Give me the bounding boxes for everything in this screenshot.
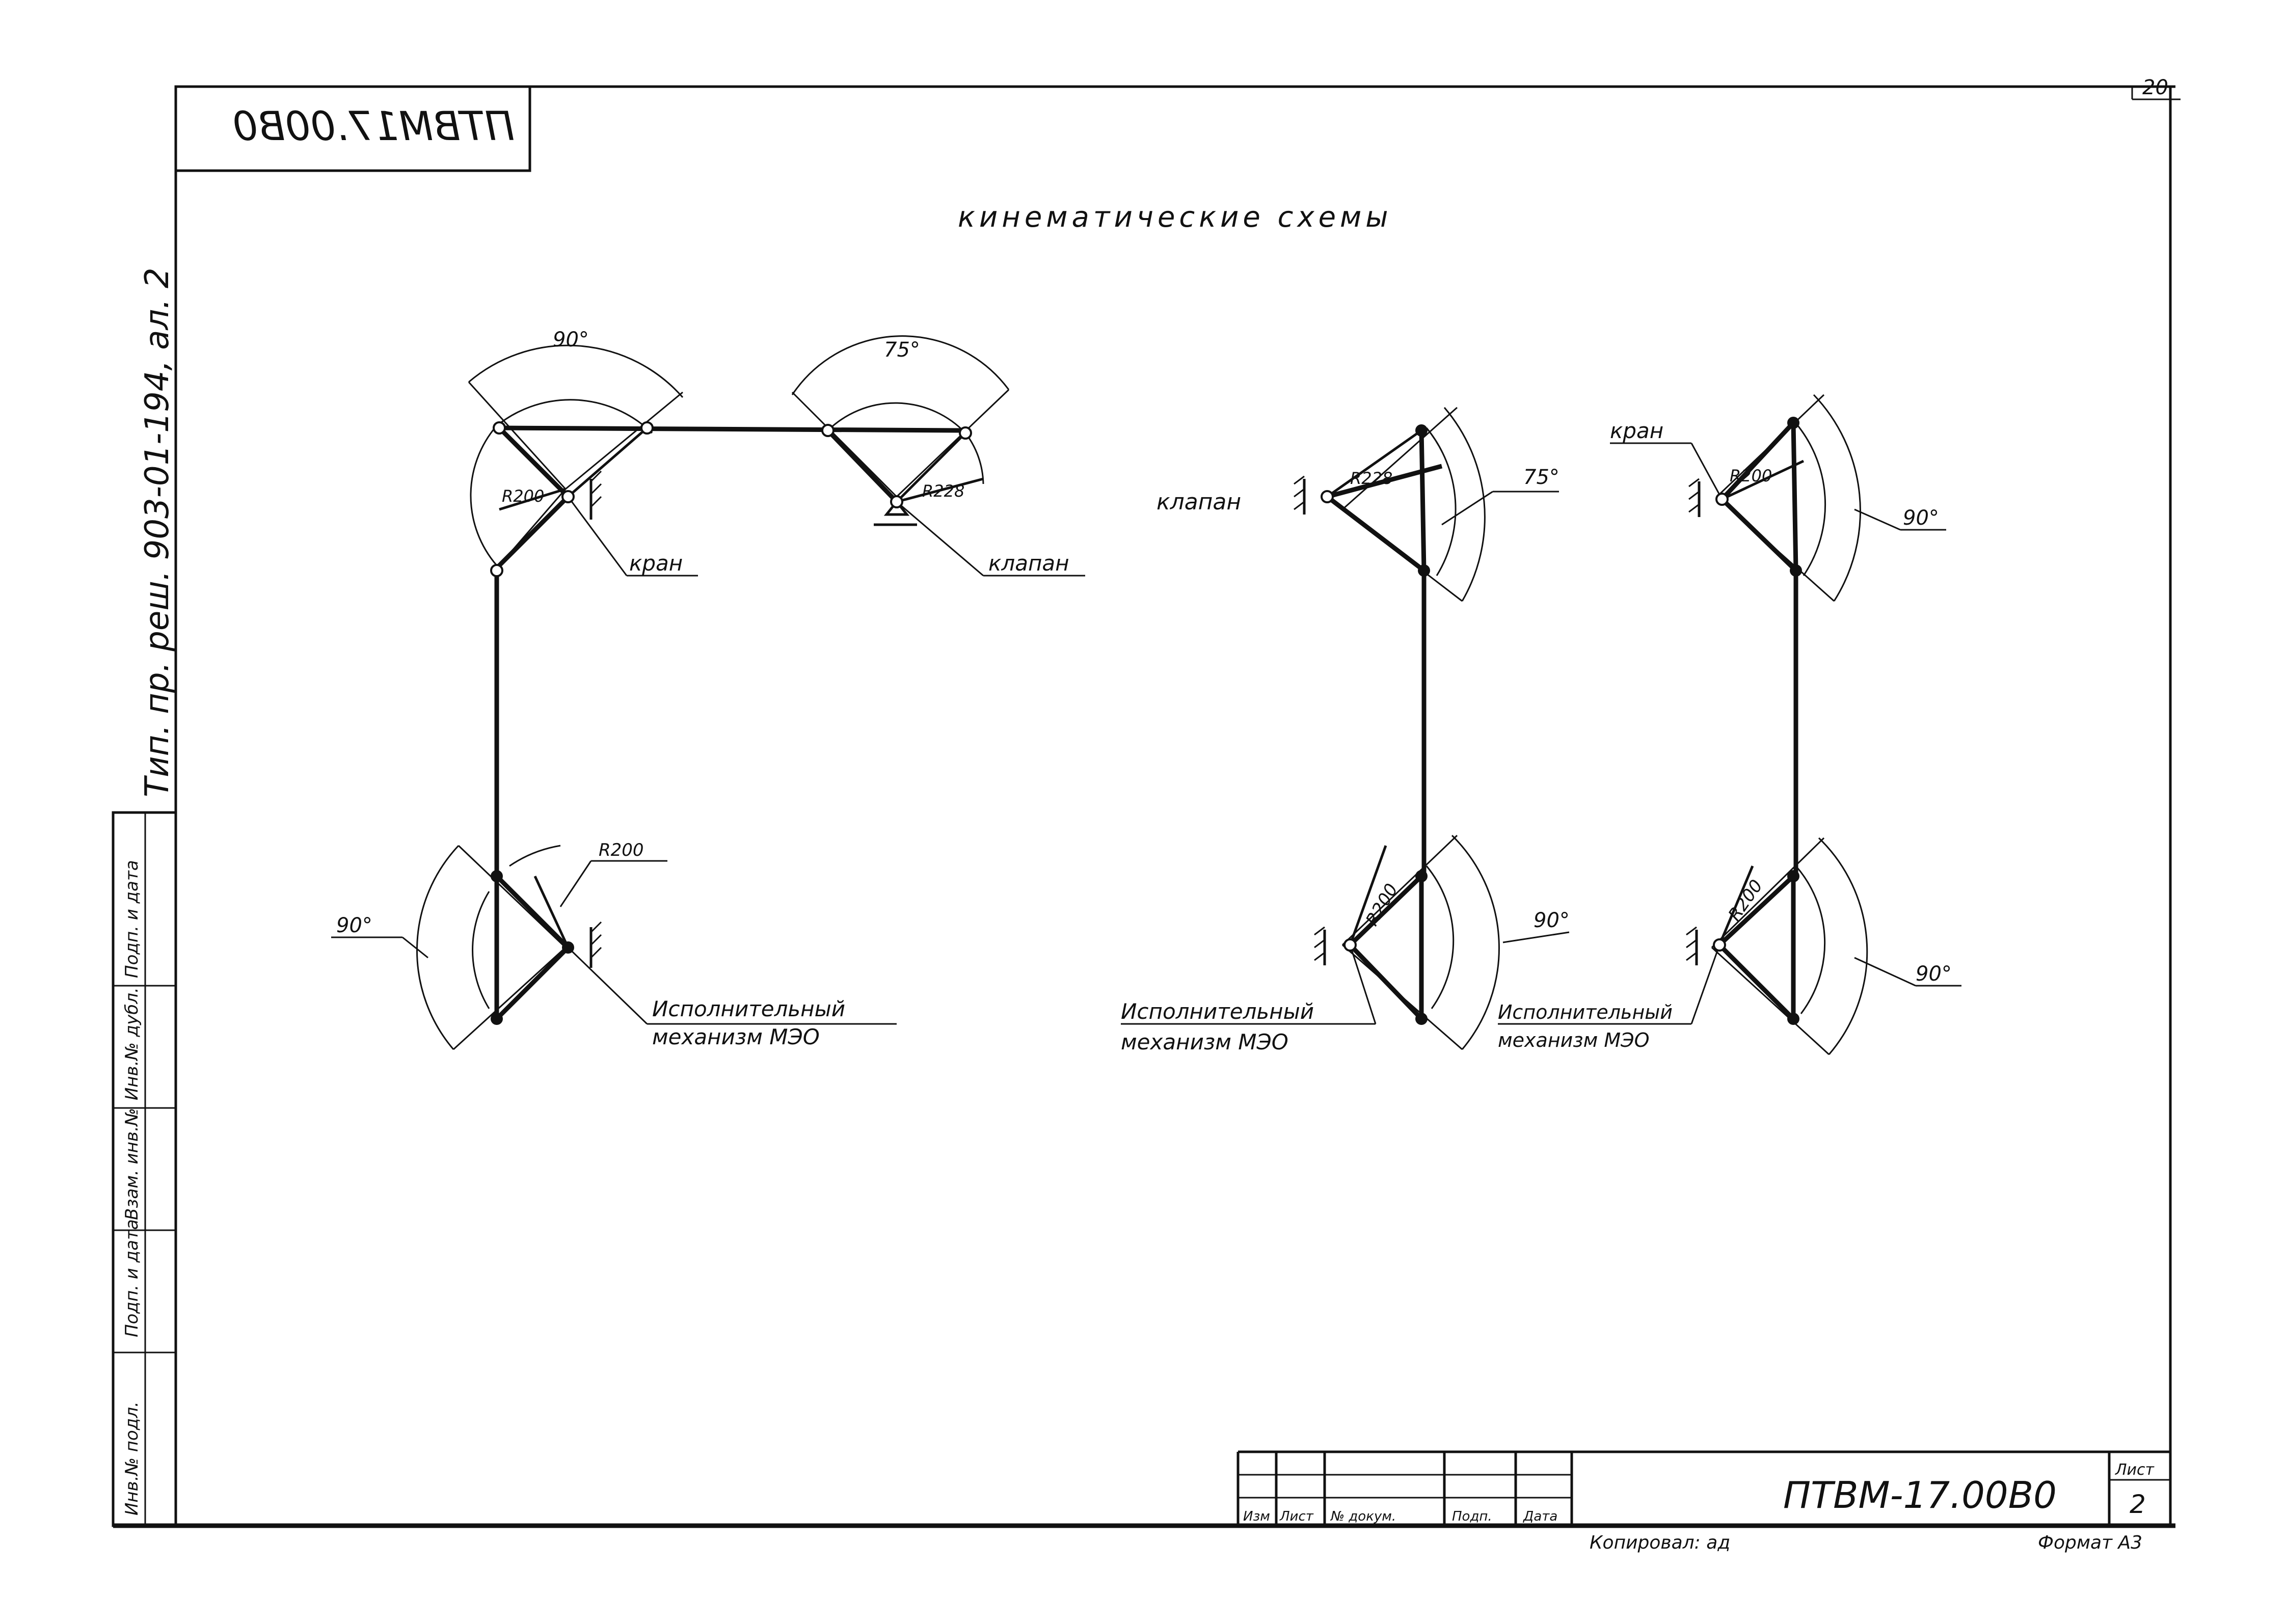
m1-angle-90-top: 90°: [553, 328, 589, 351]
sheet-number: 2: [2130, 1490, 2146, 1519]
copied-by: Копировал: ад: [1590, 1532, 1730, 1553]
side-label-vzam-inv: Взам. инв.№: [122, 1108, 142, 1220]
side-label-inv-podl: Инв.№ подл.: [122, 1401, 142, 1515]
sheet-label: Лист: [2115, 1461, 2155, 1479]
m2-r200: R200: [1362, 880, 1402, 930]
m1-klapan: клапан: [988, 551, 1069, 576]
mechanism-2: [1121, 407, 1570, 1050]
m3-actuator-line2: механизм МЭО: [1498, 1029, 1650, 1051]
m3-angle-90-bottom: 90°: [1916, 962, 1952, 986]
stamp-col-list: Лист: [1279, 1509, 1314, 1524]
m1-kran: кран: [629, 551, 683, 576]
m1-angle-75-top: 75°: [884, 338, 920, 362]
m2-klapan: клапан: [1157, 489, 1241, 515]
sheet-frame: [113, 85, 2181, 1528]
stamp-col-doc: № докум.: [1330, 1509, 1396, 1524]
m1-r200-bottom: R200: [599, 840, 644, 860]
title-block: [1236, 1450, 2170, 1526]
mechanism-1: [331, 335, 1085, 1050]
diagram-title: кинематические схемы: [958, 201, 1392, 234]
stamp-col-izm: Изм: [1243, 1509, 1270, 1524]
side-label-podp-data-2: Подп. и дата: [122, 860, 142, 978]
m3-angle-90-top: 90°: [1903, 506, 1939, 530]
m3-actuator-line1: Исполнительный: [1498, 1001, 1673, 1023]
designation: ПТВМ-17.00В0: [1783, 1474, 2057, 1517]
m1-angle-90-bottom: 90°: [336, 914, 372, 937]
m1-actuator-line1: Исполнительный: [652, 996, 845, 1021]
m3-kran: кран: [1610, 418, 1663, 443]
m2-actuator-line2: механизм МЭО: [1121, 1030, 1288, 1054]
m1-r228: R228: [922, 481, 964, 501]
page-number: 20: [2142, 76, 2168, 99]
mirrored-code: ПТВМ17.00В0: [232, 104, 515, 150]
side-table: [112, 811, 177, 1527]
m1-r200-top: R200: [502, 486, 544, 506]
m2-actuator-line1: Исполнительный: [1121, 999, 1314, 1024]
side-label-inv-dubl: Инв.№ дубл.: [122, 987, 142, 1100]
side-label-podp-data-1: Подп. и дата: [122, 1219, 142, 1337]
m2-r228: R228: [1350, 469, 1392, 488]
m2-angle-90: 90°: [1534, 909, 1570, 932]
mechanism-3: [1498, 394, 1961, 1055]
m3-r200-top: R200: [1730, 466, 1772, 485]
stamp-col-podp: Подп.: [1452, 1509, 1492, 1524]
stamp-col-data: Дата: [1523, 1509, 1557, 1524]
m2-angle-75: 75°: [1523, 466, 1559, 489]
format-label: Формат А3: [2038, 1532, 2142, 1553]
side-reference: Тип. пр. реш. 903-01-194, ал. 2: [139, 267, 176, 797]
m1-actuator-line2: механизм МЭО: [652, 1024, 820, 1049]
